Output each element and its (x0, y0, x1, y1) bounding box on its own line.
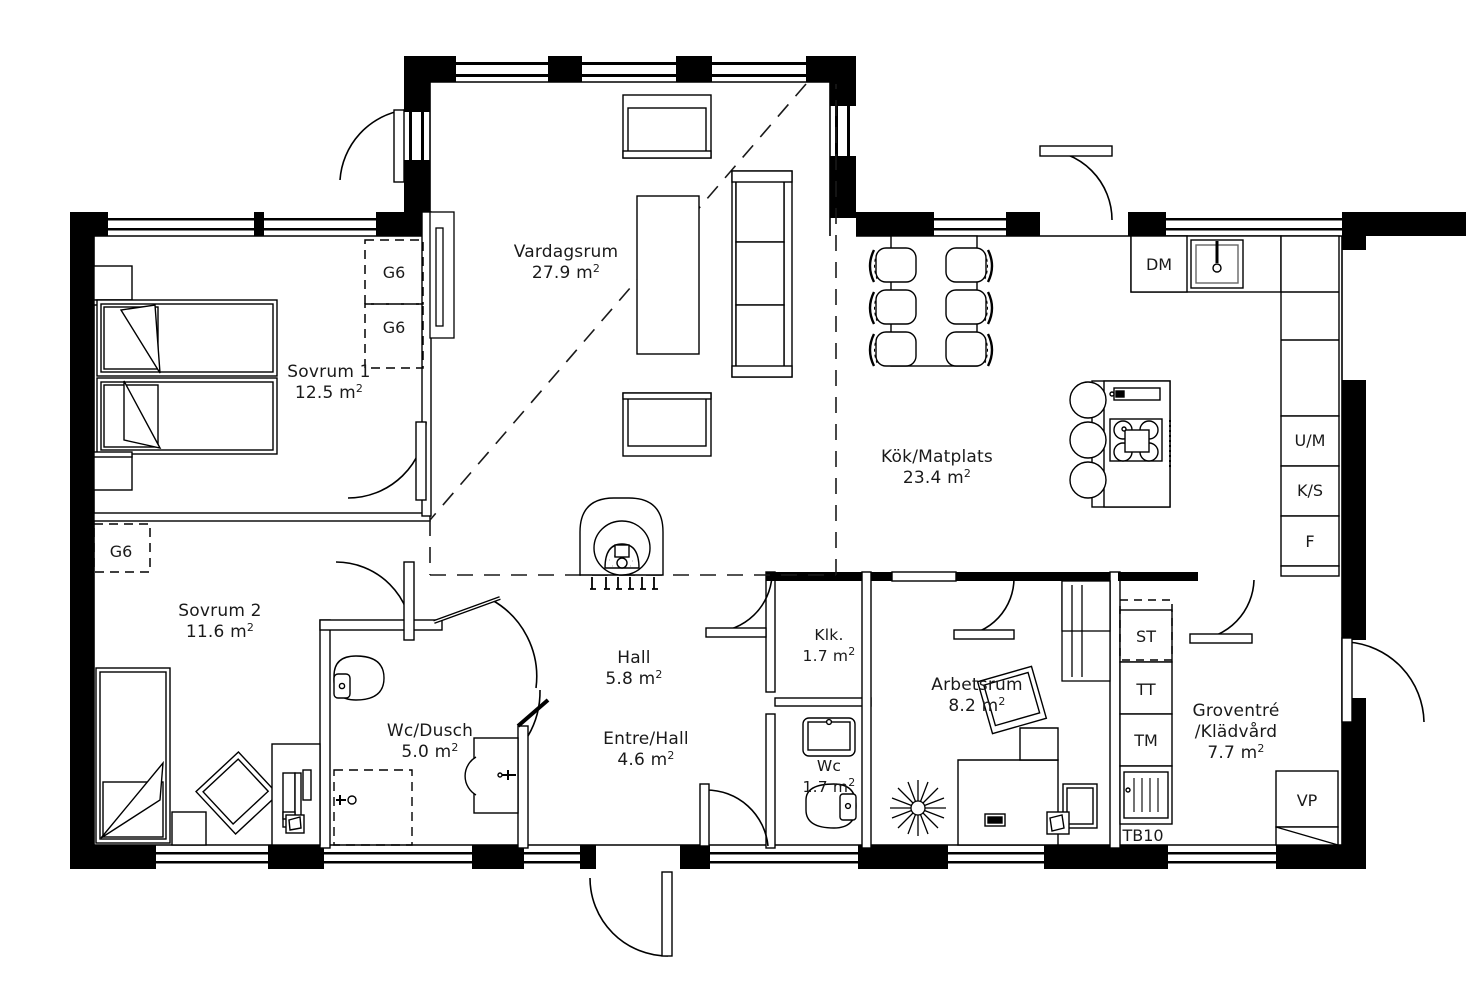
dining-chair (868, 331, 917, 367)
wardrobe-g6-sovrum2 (93, 523, 151, 573)
room-label-groventre: Groventré (1192, 701, 1279, 721)
arbetsrum-furniture (957, 665, 1098, 846)
sovrum1-furniture (93, 265, 278, 491)
door-sovrum1 (347, 421, 427, 501)
room-label-sovrum1: Sovrum 1 (287, 362, 370, 382)
room-label-sovrum2: Sovrum 2 (178, 601, 261, 621)
inner-wall-outline (93, 81, 1343, 846)
appliance-label-ks: K/S (1297, 481, 1323, 500)
appliance-labels: DM U/M K/S F VP ST TT TM TB10 (1121, 255, 1325, 845)
room-label-groventre-line2: /Klädvård (1195, 721, 1278, 742)
interior-walls (93, 211, 1198, 849)
potted-plant (890, 780, 946, 836)
room-area-groventre: 7.7 m2 (1207, 742, 1264, 763)
patio-door-left (429, 211, 455, 339)
room-label-entrehall: Entre/Hall (603, 729, 689, 749)
dining-chair (945, 331, 994, 367)
kitchen-counter-north (1130, 235, 1282, 293)
bottom-wall-windows (156, 845, 1276, 869)
wardrobe-label-g6-c: G6 (110, 542, 133, 561)
doors (335, 109, 1425, 957)
door-arbetsrum (953, 577, 1015, 640)
room-area-sovrum1: 12.5 m2 (295, 382, 363, 403)
laundry-column (1119, 609, 1173, 825)
wcdusch-fixtures (333, 655, 519, 846)
door-wc (699, 783, 769, 847)
dining-chair (945, 247, 994, 283)
door-main-entrance (589, 871, 673, 957)
room-area-wcdusch: 5.0 m2 (401, 741, 458, 762)
room-area-vardagsrum: 27.9 m2 (532, 262, 600, 283)
sovrum2-furniture (95, 667, 321, 846)
wardrobe-labels: G6 G6 G6 (110, 263, 406, 561)
room-area-sovrum2: 11.6 m2 (186, 621, 254, 642)
wardrobe-label-g6-a: G6 (383, 263, 406, 282)
vardagsrum-furniture (622, 94, 793, 457)
room-label-hall: Hall (617, 648, 650, 668)
door-klk (705, 575, 773, 638)
wc-fixtures (802, 717, 857, 829)
dining-chair (868, 289, 917, 325)
appliance-label-vp: VP (1297, 791, 1318, 810)
wardrobe-g6-group-sovrum1 (364, 239, 424, 369)
room-area-wc: 1.7 m2 (803, 776, 856, 796)
room-area-klk: 1.7 m2 (803, 645, 856, 665)
room-label-kok: Kök/Matplats (881, 447, 993, 467)
door-kitchen-north (1039, 145, 1113, 221)
door-sovrum2 (335, 561, 415, 641)
room-area-hall: 5.8 m2 (605, 668, 662, 689)
kitchen-island (1069, 380, 1171, 508)
door-wcdusch-hall (516, 689, 550, 737)
appliance-label-tm: TM (1133, 731, 1158, 750)
fireplace (579, 497, 664, 590)
room-label-wc: Wc (817, 757, 841, 775)
room-label-klk: Klk. (814, 626, 843, 644)
wardrobe-label-g6-b: G6 (383, 318, 406, 337)
appliance-label-tb10: TB10 (1121, 826, 1163, 845)
kitchen-counter-east (1280, 235, 1340, 577)
door-living-north-west (339, 109, 405, 183)
room-label-wcdusch: Wc/Dusch (387, 721, 473, 741)
room-labels: Vardagsrum 27.9 m2 Sovrum 1 12.5 m2 Sovr… (178, 242, 1279, 796)
dining-set (868, 235, 994, 367)
door-groventre (1189, 579, 1255, 644)
dining-chair (945, 289, 994, 325)
room-area-kok: 23.4 m2 (903, 467, 971, 488)
door-exterior-right (1341, 637, 1425, 723)
room-area-arbetsrum: 8.2 m2 (948, 695, 1005, 716)
appliance-label-st: ST (1136, 627, 1156, 646)
appliance-label-um: U/M (1295, 431, 1326, 450)
door-wcdusch (433, 596, 538, 689)
appliance-label-dm: DM (1146, 255, 1172, 274)
room-area-entrehall: 4.6 m2 (617, 749, 674, 770)
hall-closet-doors (1061, 580, 1111, 682)
dining-chair (868, 247, 917, 283)
appliance-label-f: F (1305, 532, 1314, 551)
room-label-vardagsrum: Vardagsrum (514, 242, 619, 262)
vp-cabinet (1275, 770, 1339, 846)
appliance-label-tt: TT (1135, 680, 1155, 699)
room-label-arbetsrum: Arbetsrum (931, 675, 1023, 695)
